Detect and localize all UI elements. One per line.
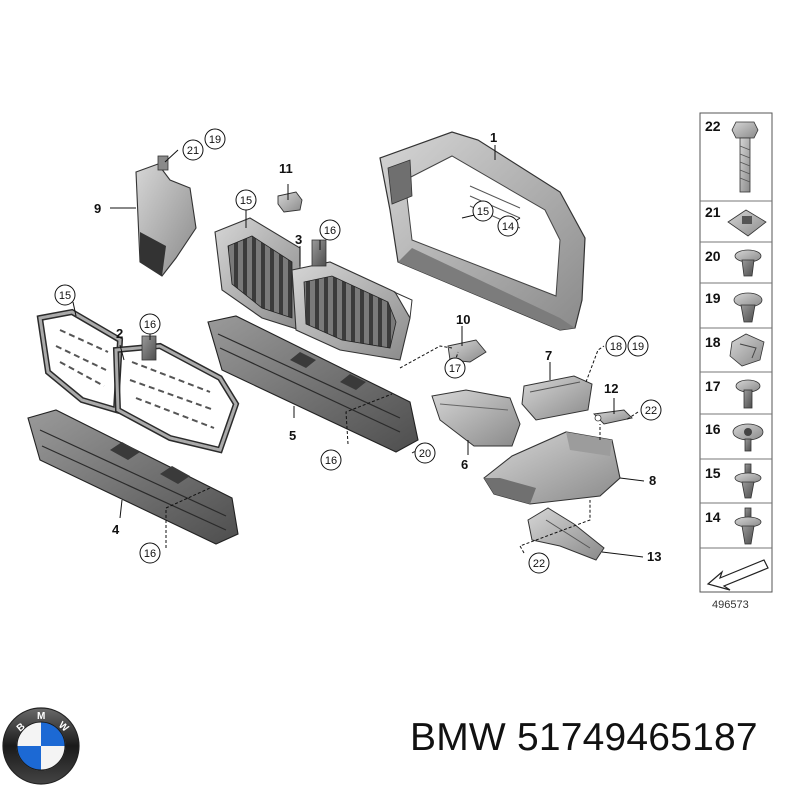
clip-nut-icon [727,209,767,237]
svg-text:21: 21 [187,145,199,157]
svg-text:14: 14 [502,221,514,233]
panel-label-16: 16 [705,421,721,437]
panel-label-14: 14 [705,509,721,525]
svg-text:18: 18 [610,341,622,353]
callout-13: 13 [647,549,661,564]
svg-text:20: 20 [419,448,431,460]
callout-16-lower-grille: 16 [139,313,161,335]
part-3-upper-grille [214,217,413,361]
direction-arrow-icon [706,559,769,591]
panel-label-22: 22 [705,118,721,134]
callout-22-right: 22 [640,399,662,421]
callout-2: 2 [116,326,123,341]
panel-label-18: 18 [705,334,721,350]
screw-icon [735,379,761,409]
circled-callouts: 14 15 15 15 16 16 16 16 [54,128,662,574]
callout-15-frame: 15 [472,200,494,222]
callout-8: 8 [649,473,656,488]
callout-6: 6 [461,457,468,472]
brand-name: BMW [410,716,506,759]
panel-label-21: 21 [705,204,721,220]
callout-20: 20 [414,442,436,464]
callout-4: 4 [112,522,120,537]
callout-9: 9 [94,201,101,216]
callout-19-right: 19 [627,335,649,357]
pin-rivet-icon [734,463,762,499]
svg-text:16: 16 [144,319,156,331]
part-11-clip [277,191,303,213]
washer-screw-icon [732,423,764,452]
svg-text:22: 22 [533,558,545,570]
reference-code: 496573 [712,599,749,611]
callout-16-duct: 16 [320,449,342,471]
callout-18: 18 [605,335,627,357]
callout-19-top: 19 [204,128,226,150]
svg-text:19: 19 [209,134,221,146]
long-rivet-icon [734,507,762,545]
part-13-bracket [527,507,605,561]
panel-label-15: 15 [705,465,721,481]
callout-22-bottom: 22 [528,552,550,574]
callout-7: 7 [545,348,552,363]
panel-label-19: 19 [705,290,721,306]
panel-label-20: 20 [705,248,721,264]
callout-16-lower-duct: 16 [139,542,161,564]
panel-label-17: 17 [705,378,721,394]
callout-15-lower-grille: 15 [54,284,76,306]
callout-1: 1 [490,130,497,145]
callout-14: 14 [497,215,519,237]
svg-text:22: 22 [645,405,657,417]
callout-21: 21 [182,139,204,161]
hex-bolt-icon [731,121,759,193]
svg-text:19: 19 [632,341,644,353]
svg-text:16: 16 [325,455,337,467]
part-4-lower-duct [27,409,239,545]
part-5-air-duct [207,315,419,453]
callout-15-grille-top: 15 [235,189,257,211]
callout-11: 11 [279,161,293,176]
part-9-side-duct [135,155,197,277]
brand-caption: BMW 51749465187 [410,716,790,772]
spring-clip-icon [729,333,765,367]
logo-letter-m: M [37,711,45,722]
callout-16-grille-top: 16 [319,219,341,241]
callout-12: 12 [604,381,618,396]
svg-text:17: 17 [449,363,461,375]
svg-text:15: 15 [477,206,489,218]
callout-17: 17 [444,357,466,379]
push-rivet-icon [734,249,762,277]
svg-text:15: 15 [59,290,71,302]
svg-text:15: 15 [240,195,252,207]
fastener-panel: 22 21 20 19 18 17 16 15 14 [699,112,773,611]
part-6-deflector [431,389,521,447]
part-12-clip [593,409,633,425]
expanding-rivet-icon [733,292,763,323]
part-1-frame [379,131,586,331]
part-10-bracket [447,339,487,363]
part-2-lower-grille [36,308,240,454]
callout-5: 5 [289,428,296,443]
callout-10: 10 [456,312,470,327]
part-7-duct [521,375,593,421]
part-number: 51749465187 [516,716,758,759]
bmw-logo: B M W [2,707,80,785]
svg-text:16: 16 [144,548,156,560]
svg-text:16: 16 [324,225,336,237]
plain-callouts: 1 2 3 4 5 6 7 8 9 10 11 12 13 [94,130,661,564]
callout-3: 3 [295,232,302,247]
